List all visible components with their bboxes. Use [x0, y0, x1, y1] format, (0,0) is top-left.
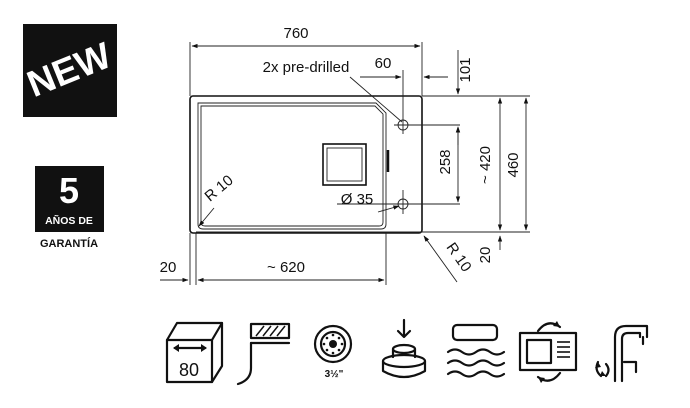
- drain-size-text: 3½": [325, 369, 344, 380]
- drain-square: [322, 143, 367, 186]
- dimension-lines: [160, 42, 530, 285]
- dim-hole-diameter: Ø 35: [341, 191, 374, 208]
- drop-in-install-icon: [381, 318, 427, 379]
- water-sink-icon: [446, 323, 506, 378]
- cabinet-size-text: 80: [179, 360, 199, 380]
- dim-total-width: 760: [283, 25, 308, 42]
- dim-hole-offset-x: 60: [375, 55, 392, 72]
- warranty-badge: 5 AÑOS DE GARANTÍA: [35, 166, 104, 250]
- dim-inner-radius: R 10: [202, 172, 237, 205]
- undermount-icon: [236, 322, 291, 386]
- warranty-line2: GARANTÍA: [40, 237, 98, 250]
- tap-hole-top: [394, 116, 460, 134]
- dim-bottom-margin: 20: [477, 247, 494, 264]
- warranty-line1: AÑOS DE: [45, 214, 93, 227]
- reversible-sink-icon: [518, 321, 578, 383]
- dim-left-margin: 20: [160, 259, 177, 276]
- drain-strainer-icon: 3½": [313, 324, 353, 380]
- dim-predrilled-note: 2x pre-drilled: [263, 59, 350, 76]
- warranty-years: 5: [59, 170, 79, 211]
- dimension-labels: 760 2x pre-drilled 60 101 258 ~ 420 460 …: [160, 25, 522, 276]
- dim-total-height: 460: [505, 152, 522, 177]
- faucet-icon: [595, 324, 649, 383]
- tap-hole-bottom: [337, 190, 460, 214]
- dim-bowl-height: ~ 420: [477, 146, 494, 184]
- dim-hole-spacing: 258: [437, 149, 454, 174]
- new-badge: NEW: [21, 24, 117, 117]
- dim-outer-radius: R 10: [443, 240, 475, 276]
- dim-bowl-width: ~ 620: [267, 259, 305, 276]
- dim-hole-offset-top: 101: [457, 57, 474, 82]
- sink-outline: [189, 95, 460, 234]
- cabinet-size-icon: 80: [165, 321, 224, 384]
